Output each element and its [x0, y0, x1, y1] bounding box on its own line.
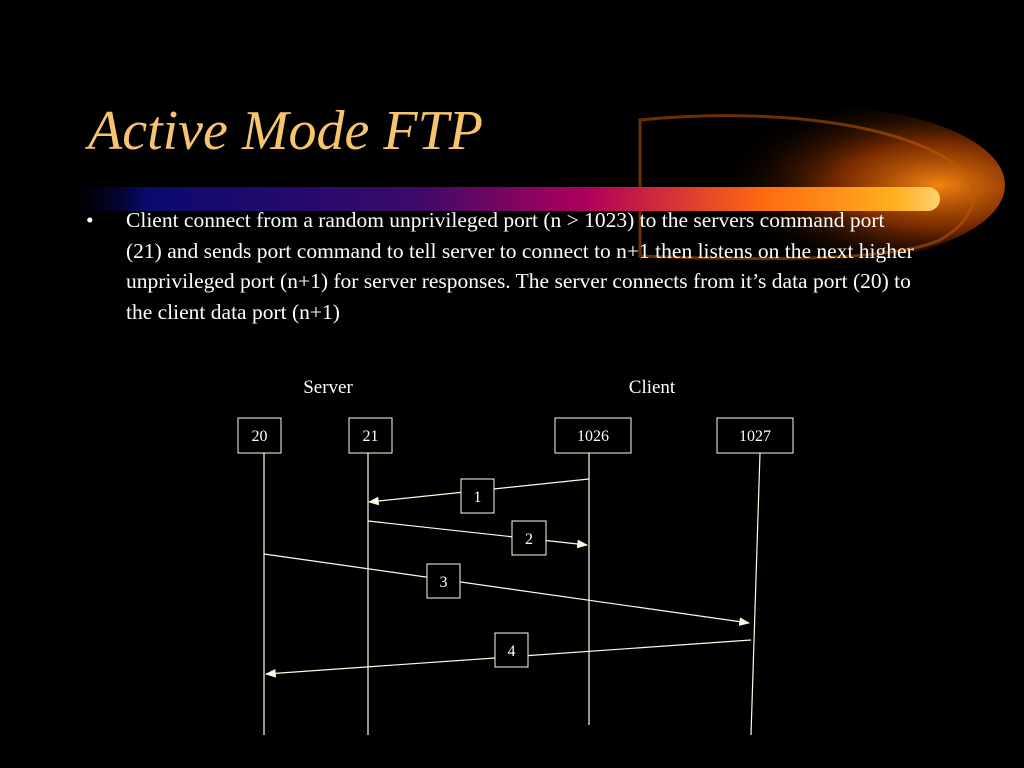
- step-label-4: 4: [508, 643, 516, 660]
- port-box-1027: 1027: [716, 417, 794, 454]
- swoosh-glow: [635, 107, 1005, 263]
- step-box-4: 4: [494, 632, 529, 668]
- bullet-list: • Client connect from a random unprivile…: [86, 205, 916, 327]
- step-box-3: 3: [426, 563, 461, 599]
- port-box-20: 20: [237, 417, 282, 454]
- bullet-icon: •: [86, 208, 94, 232]
- server-label: Server: [303, 377, 353, 398]
- port-box-21: 21: [348, 417, 393, 454]
- bullet-item: • Client connect from a random unprivile…: [86, 205, 916, 327]
- client-label: Client: [629, 377, 676, 398]
- step-label-1: 1: [474, 489, 482, 506]
- lifeline-1027: [750, 452, 761, 736]
- step-box-2: 2: [511, 520, 547, 556]
- message-arrow-3: [263, 553, 751, 626]
- step-box-1: 1: [460, 478, 495, 514]
- step-label-3: 3: [440, 574, 448, 591]
- step-label-2: 2: [525, 531, 533, 548]
- slide-title: Active Mode FTP: [88, 100, 483, 162]
- port-label-21: 21: [363, 428, 379, 445]
- swoosh-arc: [638, 114, 976, 261]
- port-label-1027: 1027: [739, 428, 771, 445]
- port-label-20: 20: [252, 428, 268, 445]
- port-box-1026: 1026: [554, 417, 632, 454]
- message-arrow-2: [367, 520, 589, 549]
- port-label-1026: 1026: [577, 428, 609, 445]
- swoosh-bar: [60, 187, 940, 211]
- bullet-text: Client connect from a random unprivilege…: [126, 208, 914, 324]
